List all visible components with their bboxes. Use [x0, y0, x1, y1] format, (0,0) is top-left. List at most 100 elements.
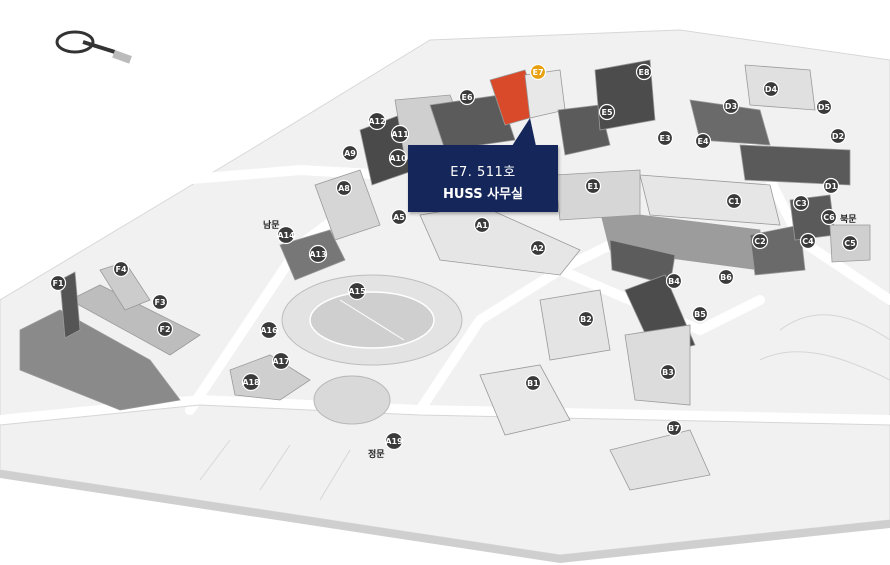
building-marker-a16[interactable]: A16 [259, 320, 279, 340]
building-marker-label: B1 [527, 379, 539, 388]
building-marker-a19[interactable]: A19 [384, 431, 404, 451]
building-marker-a8[interactable]: A8 [335, 179, 353, 197]
building-marker-a12[interactable]: A12 [367, 111, 387, 131]
campus-ground-edge [0, 470, 890, 563]
building-marker-d3[interactable]: D3 [722, 97, 740, 115]
location-callout: E7. 511호 HUSS 사무실 [408, 145, 558, 212]
magnifier-icon [55, 30, 132, 64]
building-marker-c3[interactable]: C3 [792, 194, 810, 212]
building-marker-label: D3 [725, 102, 737, 111]
building-marker-label: A2 [532, 244, 544, 253]
building-marker-b5[interactable]: B5 [691, 305, 709, 323]
building-marker-e8[interactable]: E8 [635, 63, 653, 81]
building-marker-e1[interactable]: E1 [584, 177, 602, 195]
building-marker-e5[interactable]: E5 [598, 103, 616, 121]
building-marker-c2[interactable]: C2 [751, 232, 769, 250]
building-marker-a10[interactable]: A10 [388, 148, 408, 168]
building-marker-e7[interactable]: E7 [529, 63, 547, 81]
building-marker-label: E4 [697, 137, 708, 146]
building-marker-b1[interactable]: B1 [524, 374, 542, 392]
building-marker-label: F3 [154, 298, 165, 307]
building-marker-label: D5 [818, 103, 831, 112]
building-marker-b4[interactable]: B4 [665, 272, 683, 290]
building-marker-label: A11 [391, 130, 409, 139]
building-marker-c6[interactable]: C6 [820, 208, 838, 226]
building-marker-label: E5 [601, 108, 612, 117]
building-marker-a17[interactable]: A17 [271, 351, 291, 371]
building-marker-a11[interactable]: A11 [390, 124, 410, 144]
building-marker-label: B2 [580, 315, 592, 324]
main-gate-label: 정문 [368, 448, 385, 460]
small-field [313, 375, 391, 425]
building-marker-label: A5 [393, 213, 405, 222]
building-marker-a5[interactable]: A5 [390, 208, 408, 226]
building-marker-label: D1 [825, 182, 838, 191]
building-marker-b2[interactable]: B2 [577, 310, 595, 328]
building-marker-f4[interactable]: F4 [112, 260, 130, 278]
building-marker-label: A8 [338, 184, 350, 193]
building-marker-d5[interactable]: D5 [815, 98, 833, 116]
building-marker-label: E3 [659, 134, 670, 143]
building-marker-f1[interactable]: F1 [49, 274, 67, 292]
building-marker-label: D4 [765, 85, 778, 94]
building-marker-label: B3 [662, 368, 674, 377]
building-marker-label: E6 [461, 93, 472, 102]
building-marker-label: B4 [668, 277, 680, 286]
building-marker-a18[interactable]: A18 [241, 372, 261, 392]
building-marker-label: B6 [720, 273, 732, 282]
building-marker-d2[interactable]: D2 [829, 127, 847, 145]
building-marker-e3[interactable]: E3 [656, 129, 674, 147]
stadium [281, 274, 463, 366]
building-marker-e4[interactable]: E4 [694, 132, 712, 150]
building-marker-label: B5 [694, 310, 706, 319]
building-marker-b7[interactable]: B7 [665, 419, 683, 437]
building-marker-label: C3 [795, 199, 806, 208]
building-marker-label: C5 [844, 239, 856, 248]
building-marker-label: C4 [802, 237, 814, 246]
building-marker-label: F2 [159, 325, 170, 334]
building-marker-label: A9 [344, 149, 356, 158]
building-marker-a13[interactable]: A13 [308, 244, 328, 264]
building-marker-e6[interactable]: E6 [458, 88, 476, 106]
north-gate-label: 북문 [840, 214, 857, 225]
building-marker-label: C1 [728, 197, 740, 206]
buildings [19, 59, 871, 491]
building-marker-label: A13 [309, 250, 326, 259]
callout-room: E7. 511호 [450, 165, 516, 180]
building-marker-label: F4 [115, 265, 126, 274]
callout-pointer [512, 118, 536, 146]
building-marker-label: E1 [587, 182, 598, 191]
building-marker-c1[interactable]: C1 [725, 192, 743, 210]
building-marker-a2[interactable]: A2 [529, 239, 547, 257]
building-marker-label: A14 [277, 231, 295, 240]
building-marker-a15[interactable]: A15 [347, 281, 367, 301]
building-marker-label: A15 [348, 287, 366, 296]
south-gate-label: 남문 [263, 219, 280, 231]
building-marker-a14[interactable]: A14 [276, 225, 296, 245]
building-marker-label: C2 [754, 237, 765, 246]
building-marker-b6[interactable]: B6 [717, 268, 735, 286]
building-marker-d1[interactable]: D1 [822, 177, 840, 195]
building-marker-label: A17 [272, 357, 289, 366]
building-marker-label: E8 [638, 68, 649, 77]
building-marker-c5[interactable]: C5 [841, 234, 859, 252]
building-marker-label: F1 [52, 279, 63, 288]
building-marker-a9[interactable]: A9 [341, 144, 359, 162]
building-marker-label: C6 [823, 213, 835, 222]
building-marker-f3[interactable]: F3 [151, 293, 169, 311]
building-marker-b3[interactable]: B3 [659, 363, 677, 381]
callout-office: HUSS 사무실 [443, 187, 523, 202]
building-marker-label: A10 [389, 154, 407, 163]
building-marker-f2[interactable]: F2 [156, 320, 174, 338]
building-marker-label: A19 [385, 437, 403, 446]
building-marker-label: A12 [368, 117, 385, 126]
building-marker-label: E7 [532, 68, 543, 77]
building-marker-a1[interactable]: A1 [473, 216, 491, 234]
building-marker-label: A18 [242, 378, 260, 387]
building-marker-d4[interactable]: D4 [762, 80, 780, 98]
building-marker-c4[interactable]: C4 [799, 232, 817, 250]
building-marker-label: A16 [260, 326, 278, 335]
road-lines [0, 314, 890, 501]
